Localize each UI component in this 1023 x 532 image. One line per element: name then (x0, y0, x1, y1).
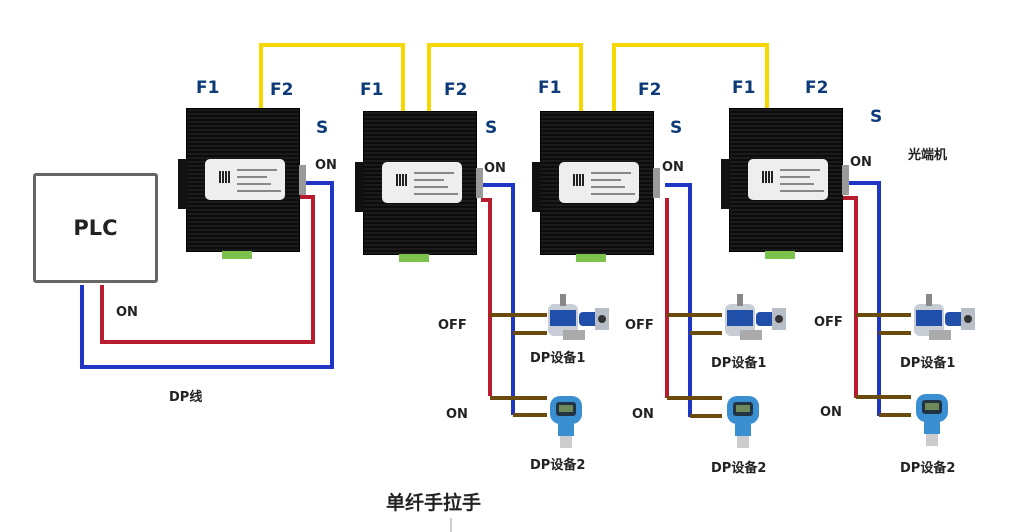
c2-dev2-label: DP设备2 (530, 458, 586, 473)
power-terminal (222, 251, 252, 259)
c3-dev2-switch-state: ON (632, 407, 654, 422)
c2-port-f2: F2 (444, 80, 468, 100)
c2-dp-red-wire (481, 198, 492, 396)
qr-code-icon (573, 174, 585, 186)
fiber-converter-3 (532, 111, 660, 262)
plc-label: PLC (73, 216, 118, 240)
plc-dp-blue-wire (80, 181, 334, 369)
plc-box: PLC (33, 173, 158, 283)
fiber-converter-4 (721, 108, 849, 259)
c2-dev1-label: DP设备1 (530, 351, 586, 366)
encoder-icon (548, 294, 609, 340)
dp-port (299, 165, 306, 195)
cable-label: DP线 (169, 390, 203, 405)
fiber-converter-1 (178, 108, 306, 259)
diagram-title: 单纤手拉手 (386, 492, 482, 514)
c2-dev2-switch-state: ON (446, 407, 468, 422)
power-terminal (399, 254, 429, 262)
c4-switch-state: ON (850, 155, 872, 170)
dp-port (842, 165, 849, 195)
c4-port-f1: F1 (732, 78, 756, 98)
pressure-transmitter-icon (727, 396, 759, 448)
c4-dev2-switch-state: ON (820, 405, 842, 420)
pressure-transmitter-icon (550, 396, 582, 448)
c2-dev1-switch-state: OFF (438, 318, 467, 333)
c2-switch-state: ON (484, 161, 506, 176)
plc-dp-red-wire (100, 195, 315, 344)
converter-label: 光端机 (908, 148, 948, 163)
dp-port (653, 168, 660, 198)
c3-dev1-switch-state: OFF (625, 318, 654, 333)
c4-port-f2: F2 (805, 78, 829, 98)
c4-port-s: S (870, 107, 883, 127)
c2-port-f1: F1 (360, 80, 384, 100)
c1-switch-state: ON (315, 158, 337, 173)
qr-code-icon (762, 171, 774, 183)
plc-switch-state: ON (116, 305, 138, 320)
encoder-icon (725, 294, 786, 340)
c3-port-f2: F2 (638, 80, 662, 100)
power-terminal (576, 254, 606, 262)
qr-code-icon (219, 171, 231, 183)
c4-dev2-label: DP设备2 (900, 461, 956, 476)
fiber-converter-2 (355, 111, 483, 262)
c2-port-s: S (485, 118, 498, 138)
c4-dp-blue-wire (843, 181, 881, 416)
c1-port-f2: F2 (270, 80, 294, 100)
power-terminal (765, 251, 795, 259)
c4-dp-red-wire (843, 196, 858, 398)
pressure-transmitter-icon (916, 394, 948, 446)
fiber-link-1-2 (259, 43, 405, 111)
device-label-sticker (559, 162, 639, 203)
c3-port-s: S (670, 118, 683, 138)
fiber-link-2-3 (427, 43, 583, 111)
c3-dev2-label: DP设备2 (711, 461, 767, 476)
c4-dev1-label: DP设备1 (900, 356, 956, 371)
qr-code-icon (396, 174, 408, 186)
encoder-icon (914, 294, 975, 340)
c3-port-f1: F1 (538, 78, 562, 98)
c3-dp-red-wire (665, 198, 669, 398)
c4-dev1-switch-state: OFF (814, 315, 843, 330)
fiber-link-3-4 (612, 43, 769, 111)
c3-switch-state: ON (662, 160, 684, 175)
c2-dp-blue-wire (481, 183, 515, 415)
c3-dev1-label: DP设备1 (711, 356, 767, 371)
c3-dp-blue-wire (665, 183, 692, 417)
dp-port (476, 168, 483, 198)
device-label-sticker (748, 159, 828, 200)
c1-port-f1: F1 (196, 78, 220, 98)
device-label-sticker (205, 159, 285, 200)
c1-port-s: S (316, 118, 329, 138)
device-label-sticker (382, 162, 462, 203)
